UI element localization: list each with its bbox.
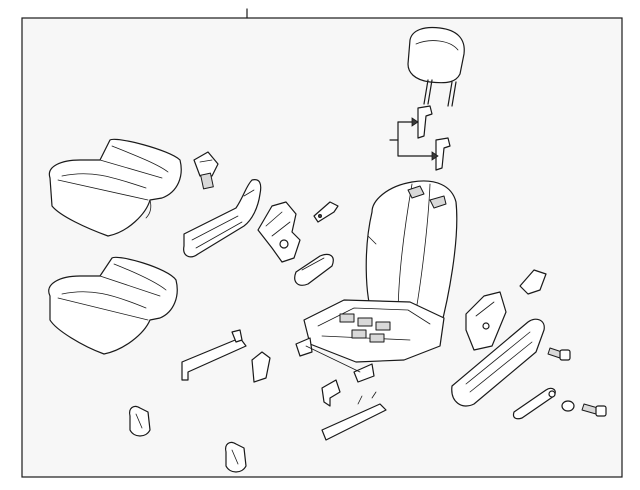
recline-lever-small (313, 201, 339, 223)
headrest (407, 26, 465, 107)
side-rail-bracket (181, 329, 247, 381)
side-shield-left (183, 179, 262, 258)
seatbelt-buckle (193, 151, 219, 190)
trim-clip-center (251, 351, 271, 383)
hook-clip-bottom (225, 441, 247, 473)
side-shield-right (451, 318, 545, 407)
washer (561, 400, 575, 412)
adjust-handle (512, 387, 556, 420)
seat-cushion-upper (48, 138, 182, 237)
seat-back (365, 180, 458, 331)
seat-cushion-lower (48, 256, 178, 355)
height-knob-cover (294, 253, 334, 286)
bolt-upper (547, 347, 571, 361)
small-bracket (321, 379, 341, 407)
bolt-lower (581, 403, 607, 417)
headrest-guides (389, 105, 451, 171)
recliner-mechanism (257, 201, 301, 263)
rail-cover (321, 391, 387, 441)
seat-frame-track (295, 299, 445, 383)
trim-tab-right (519, 269, 547, 295)
diagram-frame (21, 17, 623, 478)
inner-shield-right (465, 291, 507, 351)
hook-clip-lower-left (129, 405, 151, 437)
